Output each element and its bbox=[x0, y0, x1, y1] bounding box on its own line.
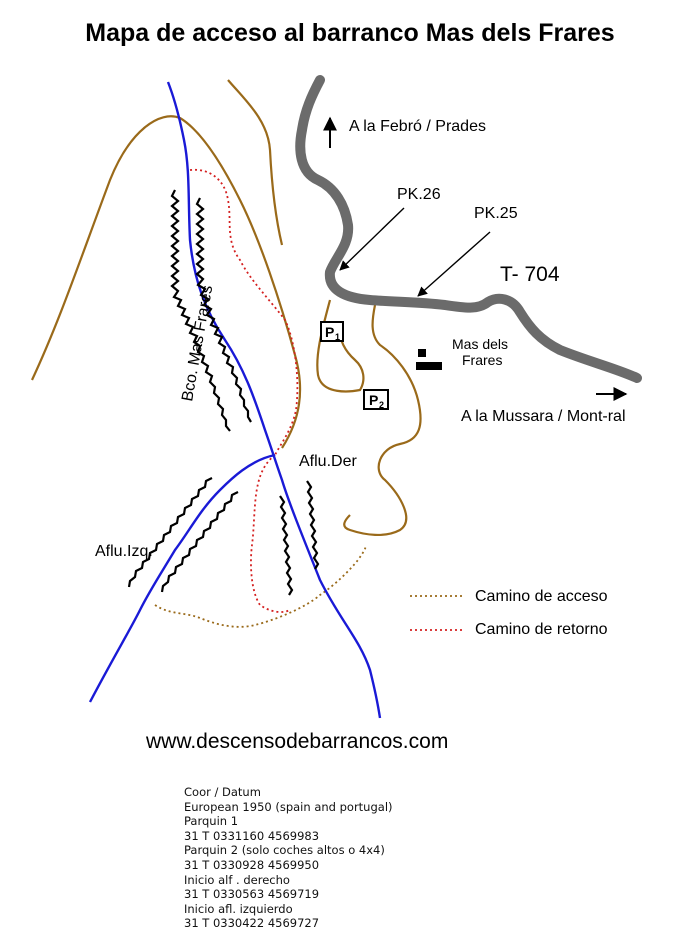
label-aflu-izq: Aflu.Izq. bbox=[95, 543, 153, 560]
coord-line: Parquin 2 (solo coches altos o 4x4) bbox=[184, 843, 385, 858]
coord-line: Inicio alf . derecho bbox=[184, 872, 290, 887]
label-aflu-der: Aflu.Der bbox=[299, 453, 357, 470]
coord-line: Coor / Datum bbox=[184, 785, 261, 799]
website-url: www.descensodebarrancos.com bbox=[145, 730, 448, 753]
canyon-wall-2 bbox=[195, 197, 252, 423]
return-paths bbox=[189, 168, 299, 613]
pk25-pointer bbox=[417, 231, 491, 297]
label-road: T- 704 bbox=[500, 263, 560, 286]
return-path-upper bbox=[189, 168, 299, 456]
canyon-wall-1 bbox=[170, 189, 231, 432]
legend-access-label: Camino de acceso bbox=[475, 588, 608, 605]
canyon-wall-3 bbox=[127, 477, 213, 588]
label-to-north: A la Febró / Prades bbox=[349, 118, 486, 135]
ridge-contour bbox=[31, 115, 302, 449]
return-path-lower bbox=[250, 454, 291, 613]
pk26-pointer bbox=[339, 207, 405, 271]
building-icon bbox=[416, 349, 442, 370]
svg-text:1: 1 bbox=[335, 332, 340, 342]
canyon-walls bbox=[127, 189, 320, 596]
left-tributary bbox=[88, 453, 276, 703]
lower-contour bbox=[343, 304, 422, 536]
spur-contour bbox=[316, 299, 365, 393]
label-canyon: Bco. Mas Frares bbox=[179, 284, 216, 403]
coord-line: European 1950 (spain and portugal) bbox=[184, 799, 393, 814]
label-pk25: PK.25 bbox=[474, 205, 518, 222]
map-title: Mapa de acceso al barranco Mas dels Frar… bbox=[85, 19, 614, 47]
coord-line: Parquin 1 bbox=[184, 814, 239, 829]
terrain-contours bbox=[31, 79, 422, 536]
label-mas-line1: Mas dels bbox=[452, 336, 508, 352]
label-mas-line2: Frares bbox=[462, 352, 502, 368]
svg-text:2: 2 bbox=[379, 400, 384, 410]
legend: Camino de acceso Camino de retorno bbox=[410, 588, 608, 638]
svg-text:P: P bbox=[325, 324, 334, 340]
coord-line: 31 T 0330928 4569950 bbox=[184, 857, 320, 872]
coord-line: 31 T 0331160 4569983 bbox=[184, 828, 320, 843]
parking-2: P 2 bbox=[363, 389, 389, 410]
label-pk26: PK.26 bbox=[397, 186, 441, 203]
coordinates-block: Coor / Datum European 1950 (spain and po… bbox=[184, 785, 393, 931]
coord-line: 31 T 0330422 4569727 bbox=[184, 916, 320, 931]
canyon-wall-4 bbox=[160, 491, 239, 593]
main-river bbox=[166, 81, 382, 719]
legend-return-label: Camino de retorno bbox=[475, 621, 608, 638]
label-to-east: A la Mussara / Mont-ral bbox=[461, 408, 626, 425]
coord-line: Inicio afl. izquierdo bbox=[184, 901, 293, 916]
river-network bbox=[88, 81, 382, 719]
upper-contour bbox=[227, 79, 284, 246]
coord-line: 31 T 0330563 4569719 bbox=[184, 887, 320, 902]
svg-text:P: P bbox=[369, 392, 378, 408]
parking-1: P 1 bbox=[320, 321, 344, 342]
road-t704 bbox=[295, 75, 642, 383]
canyon-wall-5 bbox=[279, 495, 294, 596]
canyon-wall-6 bbox=[306, 480, 320, 570]
